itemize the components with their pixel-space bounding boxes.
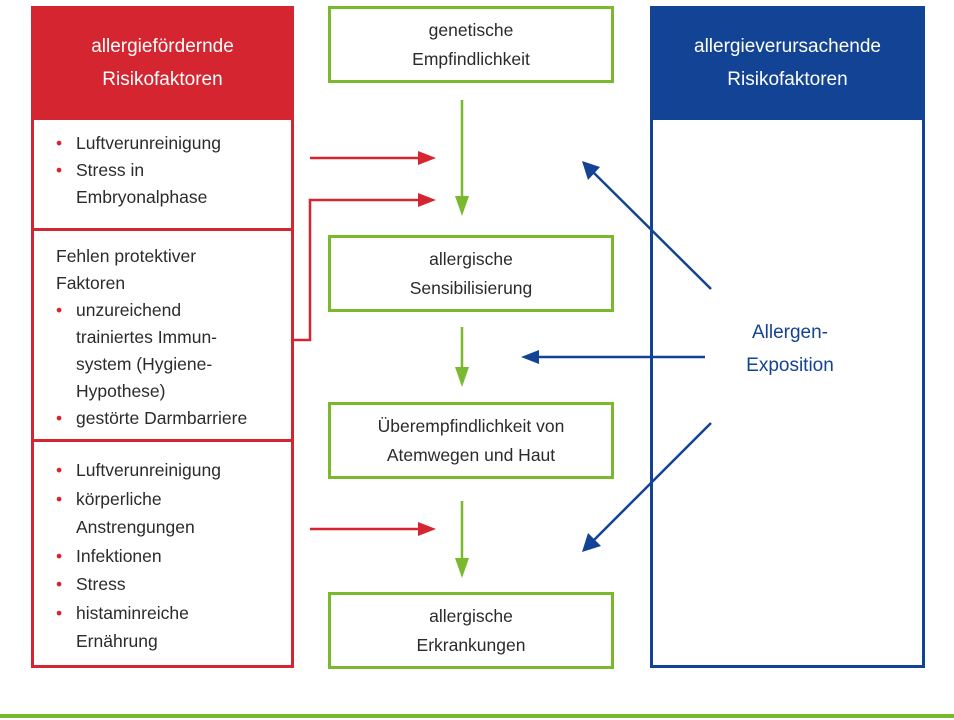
header-line-2: Risikofaktoren xyxy=(102,69,223,90)
red-arrow-triggers xyxy=(310,522,436,536)
green-arrow-3 xyxy=(455,501,469,578)
step-line-1: allergische xyxy=(429,248,513,269)
list-item: körperliche Anstrengungen xyxy=(56,485,226,542)
allergy-causing-risk-factors-header: allergieverursachende Risikofaktoren xyxy=(650,6,925,120)
label-line-1: Allergen- xyxy=(751,322,829,343)
blue-arrow-to-diseases xyxy=(582,422,712,552)
step-line-1: genetische xyxy=(428,19,514,40)
red-arrow-pollution-stress xyxy=(310,151,436,165)
allergy-promoting-risk-factors-header: allergiefördernde Risikofaktoren xyxy=(31,6,294,120)
list-item: Infektionen xyxy=(56,542,281,571)
list-item: unzureichend trainiertes Immun-system (H… xyxy=(56,297,251,405)
section-heading-line-2: Faktoren xyxy=(56,273,126,293)
section-heading-line-1: Fehlen protektiver xyxy=(56,246,197,266)
step-line-2: Erkrankungen xyxy=(416,634,526,655)
allergy-causing-risk-factors-body xyxy=(650,120,925,668)
step-line-2: Empfindlichkeit xyxy=(412,48,530,69)
blue-arrow-to-sensitization xyxy=(582,161,712,290)
header-line-1: allergiefördernde xyxy=(91,36,234,57)
list-item: Stress xyxy=(56,570,281,599)
header-line-1: allergieverursachende xyxy=(694,36,881,57)
risk-section-1: Luftverunreinigung Stress in Embryonalph… xyxy=(31,120,294,231)
list-item: gestörte Darmbarriere xyxy=(56,405,281,432)
step-allergic-diseases: allergische Erkrankungen xyxy=(328,592,614,669)
green-arrow-2 xyxy=(455,327,469,387)
risk-section-2: Fehlen protektiver Faktoren unzureichend… xyxy=(31,228,294,442)
step-allergic-sensitization: allergische Sensibilisierung xyxy=(328,235,614,312)
blue-arrow-to-hypersensitivity xyxy=(521,350,705,364)
red-arrow-protective-factors xyxy=(294,193,436,342)
list-item: histaminreiche Ernährung xyxy=(56,599,226,656)
step-hypersensitivity: Überempfindlichkeit von Atemwegen und Ha… xyxy=(328,402,614,479)
step-genetic-sensitivity: genetische Empfindlichkeit xyxy=(328,6,614,83)
bottom-divider xyxy=(0,714,954,718)
header-line-2: Risikofaktoren xyxy=(727,69,848,90)
step-line-1: allergische xyxy=(429,605,513,626)
step-line-2: Sensibilisierung xyxy=(409,277,533,298)
list-item: Luftverunreinigung xyxy=(56,130,281,157)
risk-section-3: Luftverunreinigung körperliche Anstrengu… xyxy=(31,439,294,668)
step-line-2: Atemwegen und Haut xyxy=(386,444,556,465)
allergen-exposure-label: Allergen- Exposition xyxy=(690,316,890,382)
label-line-2: Exposition xyxy=(746,355,834,376)
green-arrow-1 xyxy=(455,100,469,216)
list-item: Stress in Embryonalphase xyxy=(56,157,236,211)
list-item: Luftverunreinigung xyxy=(56,456,281,485)
step-line-1: Überempfindlichkeit von xyxy=(377,415,565,436)
